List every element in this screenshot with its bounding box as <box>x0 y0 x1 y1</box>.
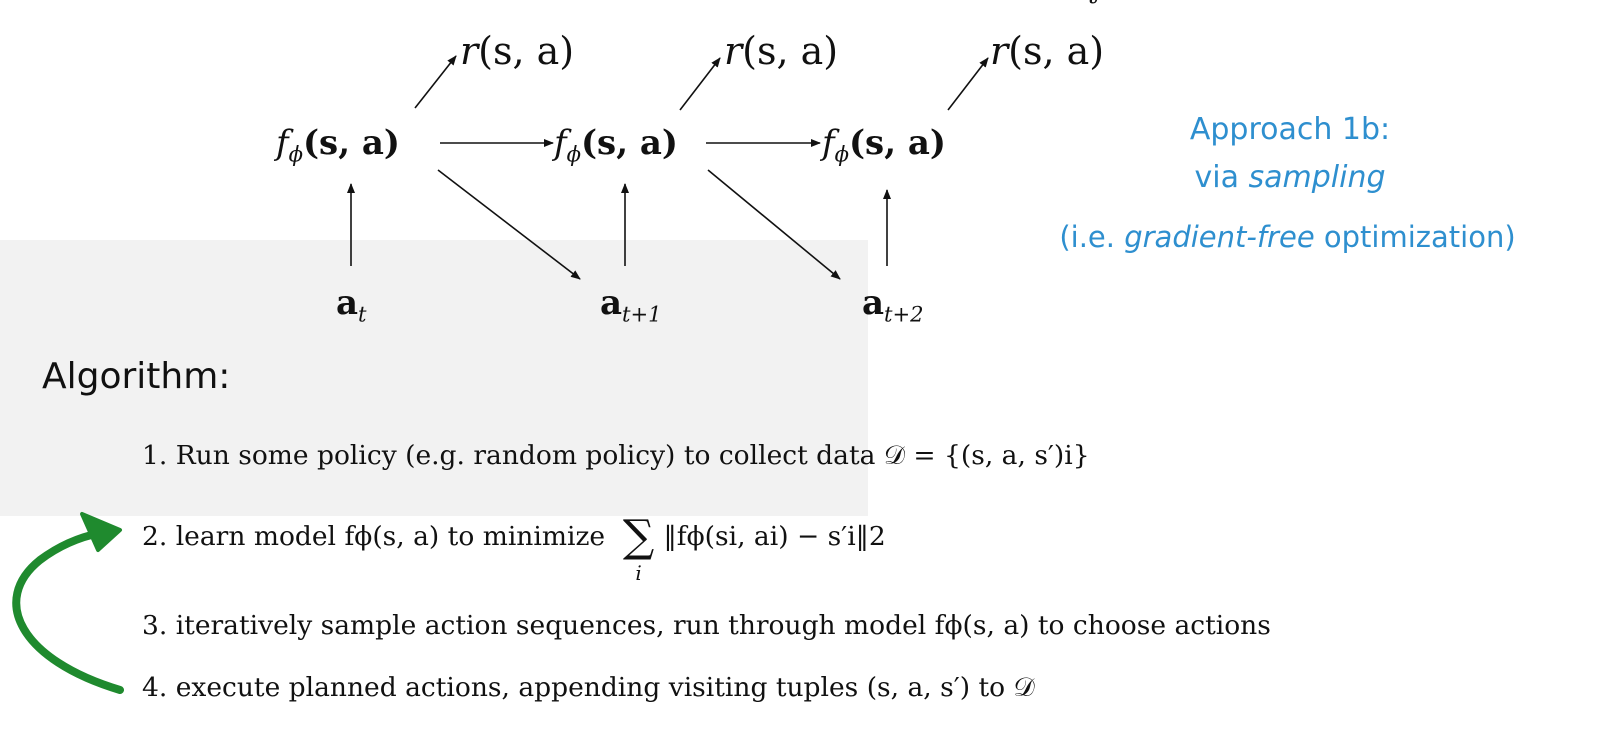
action-node-2: at+1 <box>600 283 662 327</box>
model-symbol: fϕ(s, a) <box>344 521 440 552</box>
model-node-3: fϕ(s, a) <box>822 123 946 167</box>
model-node-1: fϕ(s, a) <box>276 123 400 167</box>
loop-arrow-head <box>80 512 122 552</box>
squared-error-term: ‖fϕ(si, ai) − s′i‖2 <box>663 521 886 552</box>
loop-arrow <box>12 529 124 694</box>
edge-model-1-to-action-2 <box>437 169 581 280</box>
algorithm-step-2: 2. learn model fϕ(s, a) to minimize ∑i‖f… <box>142 511 886 586</box>
edge-model-to-reward-3 <box>947 57 989 111</box>
algorithm-step-4: 4. execute planned actions, appending vi… <box>142 672 1035 703</box>
tuple-symbol: (s, a, s′) <box>866 672 971 703</box>
dataset-definition: 𝒟 = {(s, a, s′)i} <box>883 440 1090 471</box>
action-node-3: at+2 <box>862 283 924 327</box>
reward-node-1: r(s, a) <box>460 29 575 73</box>
action-node-1: at <box>336 283 367 327</box>
reward-node-2: r(s, a) <box>724 29 839 73</box>
model-symbol: fϕ(s, a) <box>934 610 1030 641</box>
top-cropped-fragment: t <box>1088 0 1098 10</box>
reward-node-3: r(s, a) <box>990 29 1105 73</box>
edge-model-to-reward-1 <box>414 55 457 109</box>
approach-method: via sampling <box>1194 160 1386 195</box>
algorithm-title: Algorithm: <box>42 356 231 397</box>
background-panel <box>0 240 868 516</box>
dataset-symbol: 𝒟 <box>1013 672 1035 703</box>
approach-note: (i.e. gradient-free optimization) <box>1059 220 1516 254</box>
model-node-2: fϕ(s, a) <box>554 123 678 167</box>
approach-title: Approach 1b: <box>1189 112 1391 147</box>
edge-model-to-reward-2 <box>679 57 721 111</box>
edge-model-2-to-action-3 <box>707 169 841 280</box>
algorithm-step-3: 3. iteratively sample action sequences, … <box>142 610 1271 641</box>
algorithm-step-1: 1. Run some policy (e.g. random policy) … <box>142 440 1090 471</box>
summation: ∑i <box>622 511 655 586</box>
